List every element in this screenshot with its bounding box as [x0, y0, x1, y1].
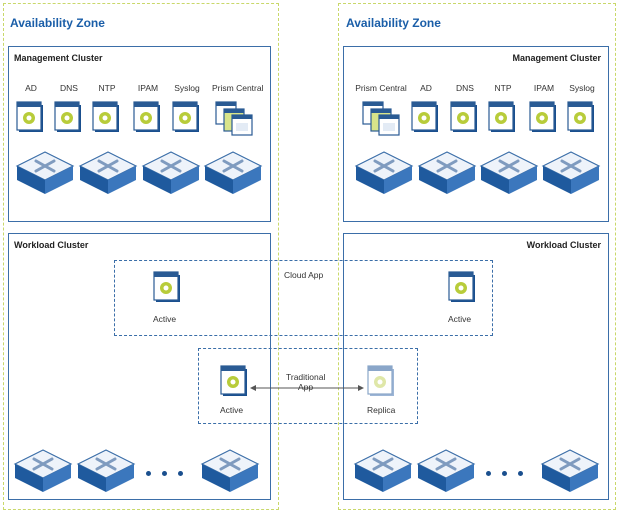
- service-ad-right: AD: [404, 82, 448, 134]
- service-ad-left: AD: [9, 82, 53, 134]
- service-syslog-right: Syslog: [560, 82, 604, 134]
- workload-cluster-title-right: Workload Cluster: [526, 240, 601, 250]
- service-label: AD: [420, 83, 432, 93]
- vm-icon: [488, 101, 515, 132]
- vm-icon: [172, 101, 199, 132]
- vm-icon: [529, 101, 556, 132]
- workload-cluster-title-left: Workload Cluster: [14, 240, 89, 250]
- management-cluster-title-right: Management Cluster: [512, 53, 601, 63]
- server-node-icon: [354, 151, 414, 194]
- server-node-icon: [78, 151, 138, 194]
- vm-icon: [16, 101, 43, 132]
- service-label: Prism Central: [212, 83, 264, 93]
- server-node-icon: [76, 449, 136, 492]
- ellipsis-dot: [518, 471, 523, 476]
- server-node-icon: [141, 151, 201, 194]
- vm-icon: [220, 365, 247, 396]
- traditional-app-box: [198, 348, 418, 424]
- service-ipam-left: IPAM: [126, 82, 170, 134]
- az-title-right: Availability Zone: [346, 16, 441, 30]
- service-ntp-left: NTP: [85, 82, 129, 134]
- service-label: DNS: [456, 83, 474, 93]
- traditional-app-label-1: Traditional: [286, 372, 326, 382]
- service-label: NTP: [494, 83, 512, 93]
- server-node-icon: [416, 449, 476, 492]
- ellipsis-dot: [146, 471, 151, 476]
- traditional-app-status-left: Active: [220, 405, 244, 415]
- ellipsis-dot: [162, 471, 167, 476]
- server-node-icon: [200, 449, 260, 492]
- traditional-app-status-right: Replica: [367, 405, 396, 415]
- service-label: AD: [25, 83, 37, 93]
- service-label: Prism Central: [355, 83, 407, 93]
- server-node-icon: [13, 449, 73, 492]
- availability-zone-left: [3, 3, 279, 510]
- server-node-icon: [479, 151, 539, 194]
- server-node-icon: [417, 151, 477, 194]
- management-cluster-left: [8, 46, 271, 222]
- vm-icon: [92, 101, 119, 132]
- service-label: Syslog: [174, 83, 200, 93]
- service-prism-central-right: Prism Central: [354, 82, 408, 138]
- service-label: Syslog: [569, 83, 595, 93]
- vm-icon: [54, 101, 81, 132]
- ellipsis-dot: [502, 471, 507, 476]
- cloud-app-status-left: Active: [153, 314, 177, 324]
- prism-central-icon: [362, 101, 400, 136]
- server-node-icon: [540, 449, 600, 492]
- server-node-icon: [15, 151, 75, 194]
- service-prism-central-left: Prism Central: [212, 82, 264, 138]
- az-title-left: Availability Zone: [10, 16, 105, 30]
- service-ntp-right: NTP: [481, 82, 525, 134]
- management-cluster-title-left: Management Cluster: [14, 53, 103, 63]
- service-label: DNS: [60, 83, 78, 93]
- cloud-app-status-right: Active: [448, 314, 472, 324]
- service-dns-right: DNS: [443, 82, 487, 134]
- cloud-app-box: [114, 260, 493, 336]
- service-label: IPAM: [137, 83, 159, 93]
- prism-central-icon: [215, 101, 253, 136]
- vm-icon: [411, 101, 438, 132]
- vm-icon: [450, 101, 477, 132]
- vm-icon: [567, 101, 594, 132]
- ellipsis-dot: [178, 471, 183, 476]
- service-label: IPAM: [533, 83, 555, 93]
- service-label: NTP: [98, 83, 116, 93]
- server-node-icon: [203, 151, 263, 194]
- management-cluster-right: [343, 46, 609, 222]
- cloud-app-label: Cloud App: [284, 270, 324, 280]
- server-node-icon: [541, 151, 601, 194]
- service-syslog-left: Syslog: [165, 82, 209, 134]
- vm-icon: [133, 101, 160, 132]
- ellipsis-dot: [486, 471, 491, 476]
- traditional-app-label-2: App: [298, 382, 314, 392]
- replication-arrow: [250, 385, 364, 391]
- replica-vm-icon: [367, 365, 394, 396]
- availability-zone-right: [338, 3, 616, 510]
- vm-icon: [448, 271, 475, 302]
- service-ipam-right: IPAM: [522, 82, 566, 134]
- service-dns-left: DNS: [47, 82, 91, 134]
- server-node-icon: [353, 449, 413, 492]
- vm-icon: [153, 271, 180, 302]
